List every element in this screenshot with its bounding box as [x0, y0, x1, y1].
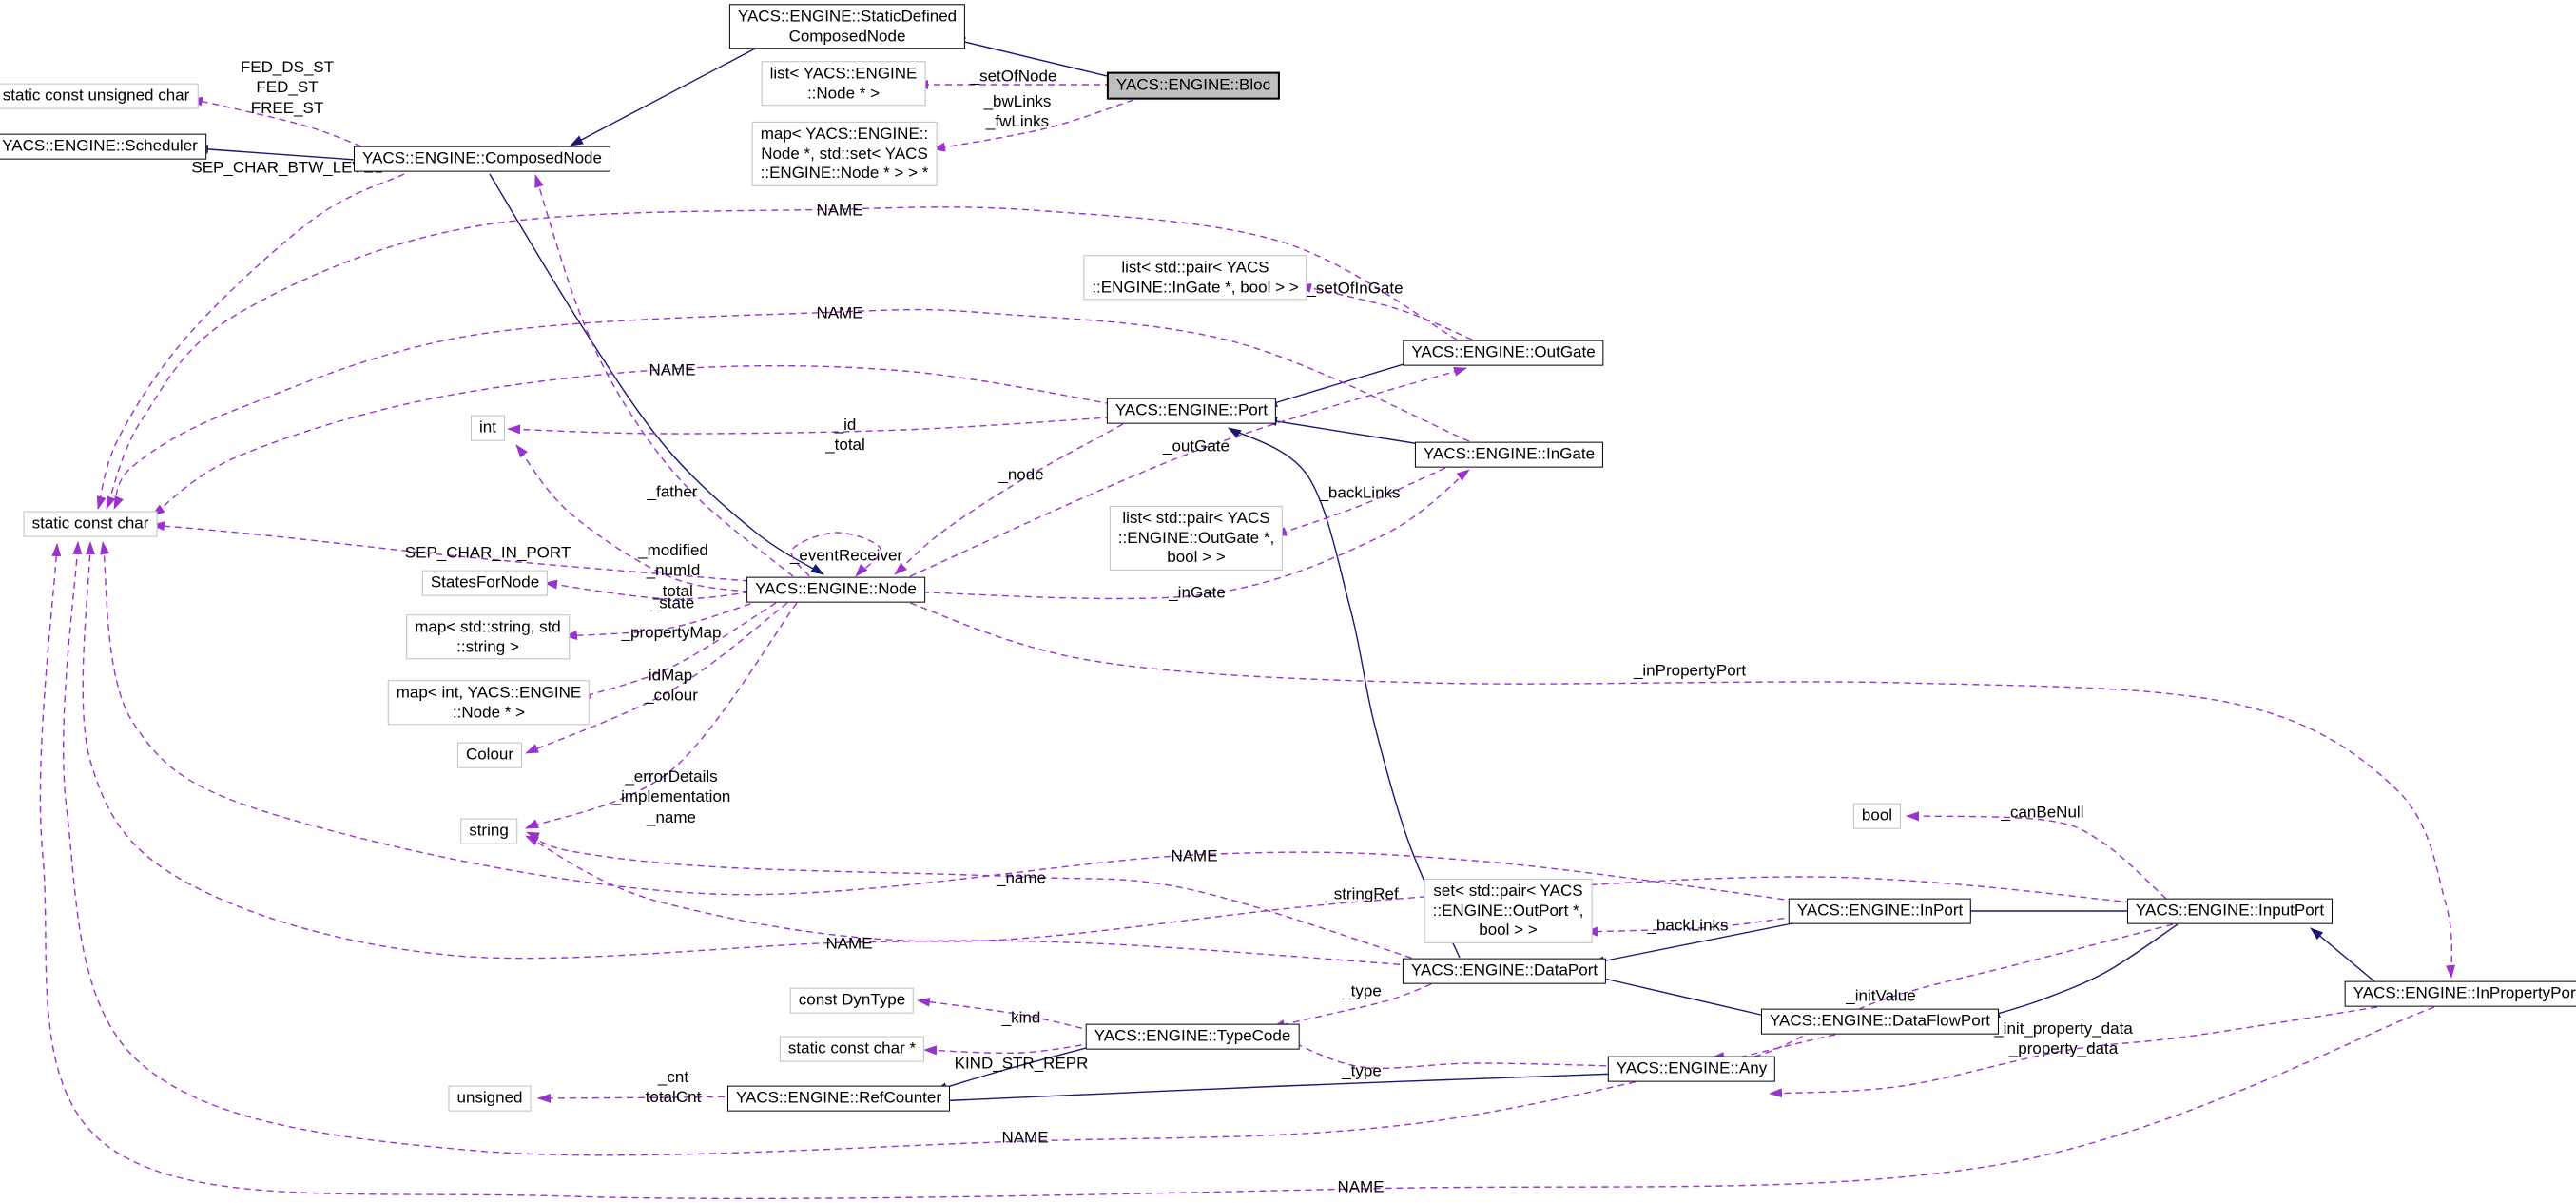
edge-typecode-const-dyntype	[917, 997, 1105, 1035]
class-box-dataport[interactable]: YACS::ENGINE::DataPort	[1402, 958, 1607, 984]
edge-node-inpropertyport	[899, 598, 2455, 979]
class-box-static-const-unsigned-char: static const unsigned char	[0, 83, 199, 109]
edge-dataflowport-dataport	[1591, 974, 1778, 1019]
class-box-composednode[interactable]: YACS::ENGINE::ComposedNode	[354, 146, 610, 172]
class-box-inputport[interactable]: YACS::ENGINE::InputPort	[2126, 898, 2334, 924]
edge-node-static-const-char	[151, 521, 773, 584]
edge-bloc-map-node-set	[932, 99, 1134, 152]
edge-ingate-static-const-char	[113, 308, 1470, 510]
class-box-inport[interactable]: YACS::ENGINE::InPort	[1788, 898, 1972, 924]
class-box-bloc: YACS::ENGINE::Bloc	[1106, 71, 1281, 100]
class-box-typecode[interactable]: YACS::ENGINE::TypeCode	[1085, 1023, 1300, 1050]
edge-composednode-static-const-unsigned-char	[189, 96, 383, 156]
edge-any-refcounter	[934, 1073, 1618, 1106]
class-box-list-outgate-pairs: list< std::pair< YACS ::ENGINE::OutGate …	[1109, 505, 1284, 572]
class-box-list-node-ptr: list< YACS::ENGINE ::Node * >	[761, 61, 926, 107]
class-box-string: string	[460, 818, 517, 844]
edge-node-ingate	[899, 469, 1470, 600]
edge-node-composednode	[534, 174, 794, 577]
class-box-int: int	[471, 415, 505, 441]
class-box-map-int-node: map< int, YACS::ENGINE ::Node * >	[387, 680, 591, 726]
class-box-statesfornode: StatesForNode	[421, 570, 549, 596]
edge-inport-dataport	[1591, 920, 1808, 966]
edge-composednode-node	[489, 173, 824, 575]
edge-composednode-static-const-char	[96, 173, 405, 510]
class-box-any[interactable]: YACS::ENGINE::Any	[1607, 1056, 1776, 1082]
class-box-static-const-char-ptr: static const char *	[779, 1036, 925, 1062]
edge-dataport-static-const-char	[82, 541, 1424, 967]
edge-dataport-string	[526, 831, 1424, 962]
edge-node-colour	[525, 602, 788, 754]
edge-node-outgate	[899, 367, 1467, 582]
edge-bloc-staticdefinedcomposednode	[952, 37, 1124, 81]
edge-inport-set-outport-pairs	[1584, 914, 1808, 937]
edge-port-int	[507, 416, 1124, 435]
class-box-map-node-set: map< YACS::ENGINE:: Node *, std::set< YA…	[751, 121, 938, 187]
edge-ingate-port	[1264, 417, 1433, 447]
edge-port-static-const-char	[151, 364, 1124, 516]
edge-outgate-list-ingate-pairs	[1298, 283, 1473, 340]
edge-any-typecode	[1284, 1038, 1618, 1069]
edge-inputport-any	[1711, 923, 2174, 1062]
edge-inpropertyport-inputport	[2310, 927, 2375, 982]
edge-outgate-static-const-char	[106, 206, 1458, 510]
edge-typecode-static-const-char-ptr	[923, 1040, 1105, 1056]
edge-node-map-int-node	[577, 602, 777, 699]
class-box-colour: Colour	[456, 742, 523, 768]
class-box-staticdefinedcomposednode[interactable]: YACS::ENGINE::StaticDefined ComposedNode	[728, 4, 966, 49]
edge-staticdefinedcomposednode-composednode	[570, 46, 760, 146]
edge-inport-static-const-char	[100, 541, 1808, 903]
edge-composednode-scheduler	[195, 144, 383, 163]
edge-node-int	[515, 444, 773, 594]
edge-ingate-list-outgate-pairs	[1273, 467, 1446, 536]
edge-inputport-string	[525, 835, 2144, 942]
edge-node-map-string-string	[564, 595, 773, 640]
class-box-set-outport-pairs: set< std::pair< YACS ::ENGINE::OutPort *…	[1424, 878, 1593, 944]
edge-node-string	[525, 602, 798, 829]
edge-node-node	[790, 532, 881, 577]
edge-dataport-typecode	[1271, 983, 1432, 1030]
class-box-ingate[interactable]: YACS::ENGINE::InGate	[1414, 441, 1604, 468]
class-box-port[interactable]: YACS::ENGINE::Port	[1106, 398, 1277, 424]
edge-inpropertyport-static-const-char	[39, 543, 2435, 1200]
class-box-const-dyntype: const DynType	[789, 987, 915, 1014]
class-box-inpropertyport[interactable]: YACS::ENGINE::InPropertyPort	[2344, 980, 2576, 1007]
edge-refcounter-unsigned	[537, 1093, 748, 1103]
class-box-outgate[interactable]: YACS::ENGINE::OutGate	[1403, 340, 1604, 366]
edge-port-node	[894, 423, 1124, 575]
edge-typecode-refcounter	[934, 1042, 1105, 1093]
class-box-dataflowport[interactable]: YACS::ENGINE::DataFlowPort	[1760, 1008, 2000, 1035]
edge-dataflowport-static-const-char	[63, 541, 1836, 1156]
class-box-scheduler[interactable]: YACS::ENGINE::Scheduler	[0, 133, 206, 160]
class-box-refcounter[interactable]: YACS::ENGINE::RefCounter	[726, 1085, 951, 1112]
class-box-list-ingate-pairs: list< std::pair< YACS ::ENGINE::InGate *…	[1083, 255, 1307, 301]
class-box-bool: bool	[1852, 803, 1902, 829]
edge-inputport-bool	[1906, 811, 2167, 900]
edge-inpropertyport-any	[1769, 1006, 2378, 1098]
class-box-node[interactable]: YACS::ENGINE::Node	[746, 576, 925, 603]
class-box-map-string-string: map< std::string, std ::string >	[406, 614, 570, 660]
edge-dataport-port	[1228, 427, 1461, 959]
edge-inputport-dataflowport	[1986, 923, 2179, 1018]
class-box-static-const-char: static const char	[23, 511, 158, 537]
class-box-unsigned: unsigned	[448, 1085, 532, 1112]
